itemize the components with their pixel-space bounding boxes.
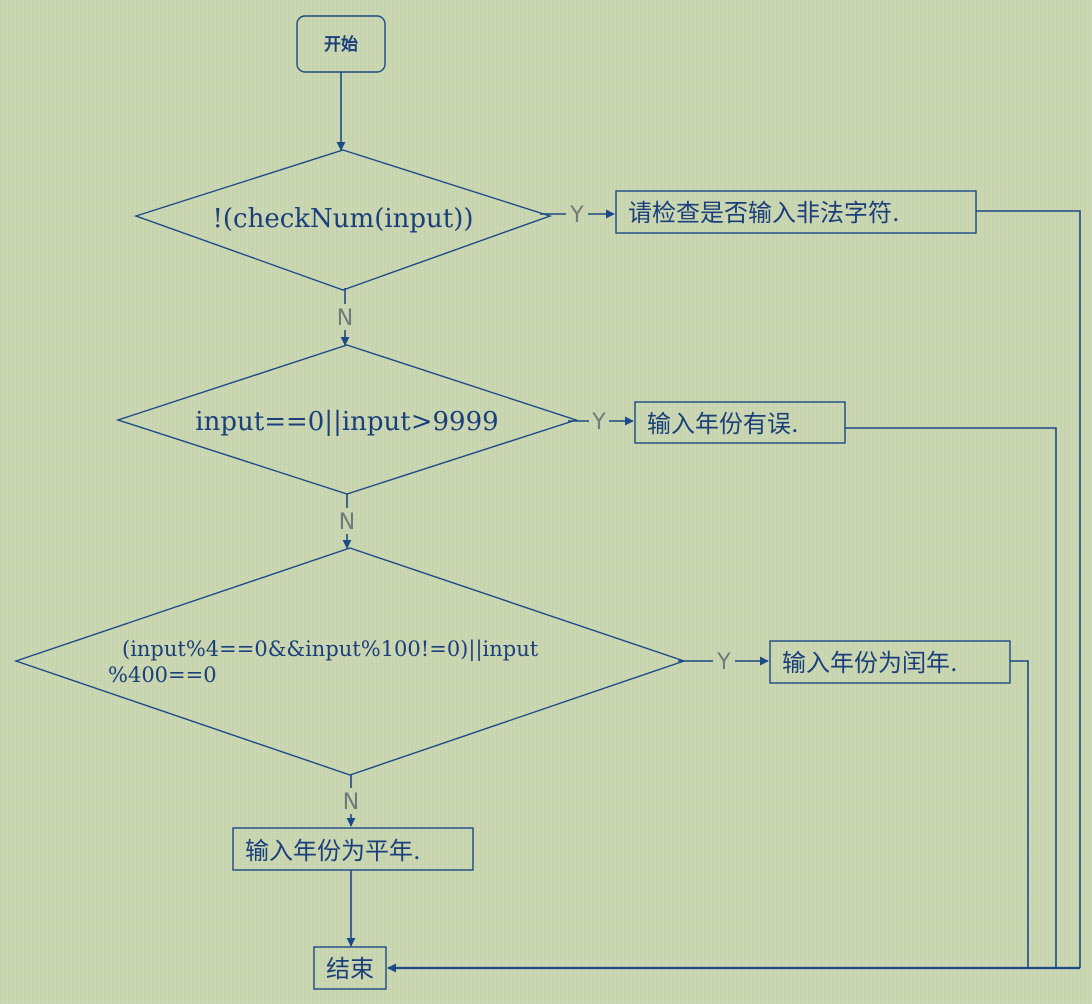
output-invalid-char: 请检查是否输入非法字符. (615, 190, 977, 234)
yes-label-cond3: Y (716, 650, 731, 675)
output-common-year-label: 输入年份为平年. (245, 837, 421, 865)
decision-range-check: input==0||input>9999 (115, 344, 579, 495)
return-path-leap-year (1010, 660, 1029, 968)
output-invalid-char-label: 请检查是否输入非法字符. (628, 199, 900, 227)
no-label-cond1: N (337, 306, 353, 331)
start-label: 开始 (324, 34, 358, 55)
return-path-year-error (845, 427, 1057, 968)
output-year-error-label: 输入年份有误. (647, 410, 799, 438)
yes-label-cond1: Y (569, 203, 584, 228)
return-path-invalid-char (976, 210, 1081, 968)
output-leap-year: 输入年份为闰年. (769, 640, 1011, 684)
output-leap-year-label: 输入年份为闰年. (782, 649, 958, 677)
decision-leap-year-label-line2: %400==0 (108, 663, 217, 687)
decision-leap-year-label-line1: (input%4==0&&input%100!=0)||input (122, 637, 539, 662)
decision-leap-year: (input%4==0&&input%100!=0)||input %400==… (13, 547, 687, 776)
yes-label-cond2: Y (591, 410, 606, 435)
end-node: 结束 (313, 946, 387, 990)
output-year-error: 输入年份有误. (634, 401, 846, 444)
end-label: 结束 (326, 955, 374, 983)
no-label-cond2: N (339, 510, 355, 535)
decision-check-num: !(checkNum(input)) (133, 149, 553, 291)
no-label-cond3: N (343, 790, 359, 815)
start-node: 开始 (296, 15, 386, 73)
decision-range-check-label: input==0||input>9999 (195, 407, 498, 437)
output-common-year: 输入年份为平年. (232, 827, 474, 871)
decision-check-num-label: !(checkNum(input)) (212, 204, 473, 234)
